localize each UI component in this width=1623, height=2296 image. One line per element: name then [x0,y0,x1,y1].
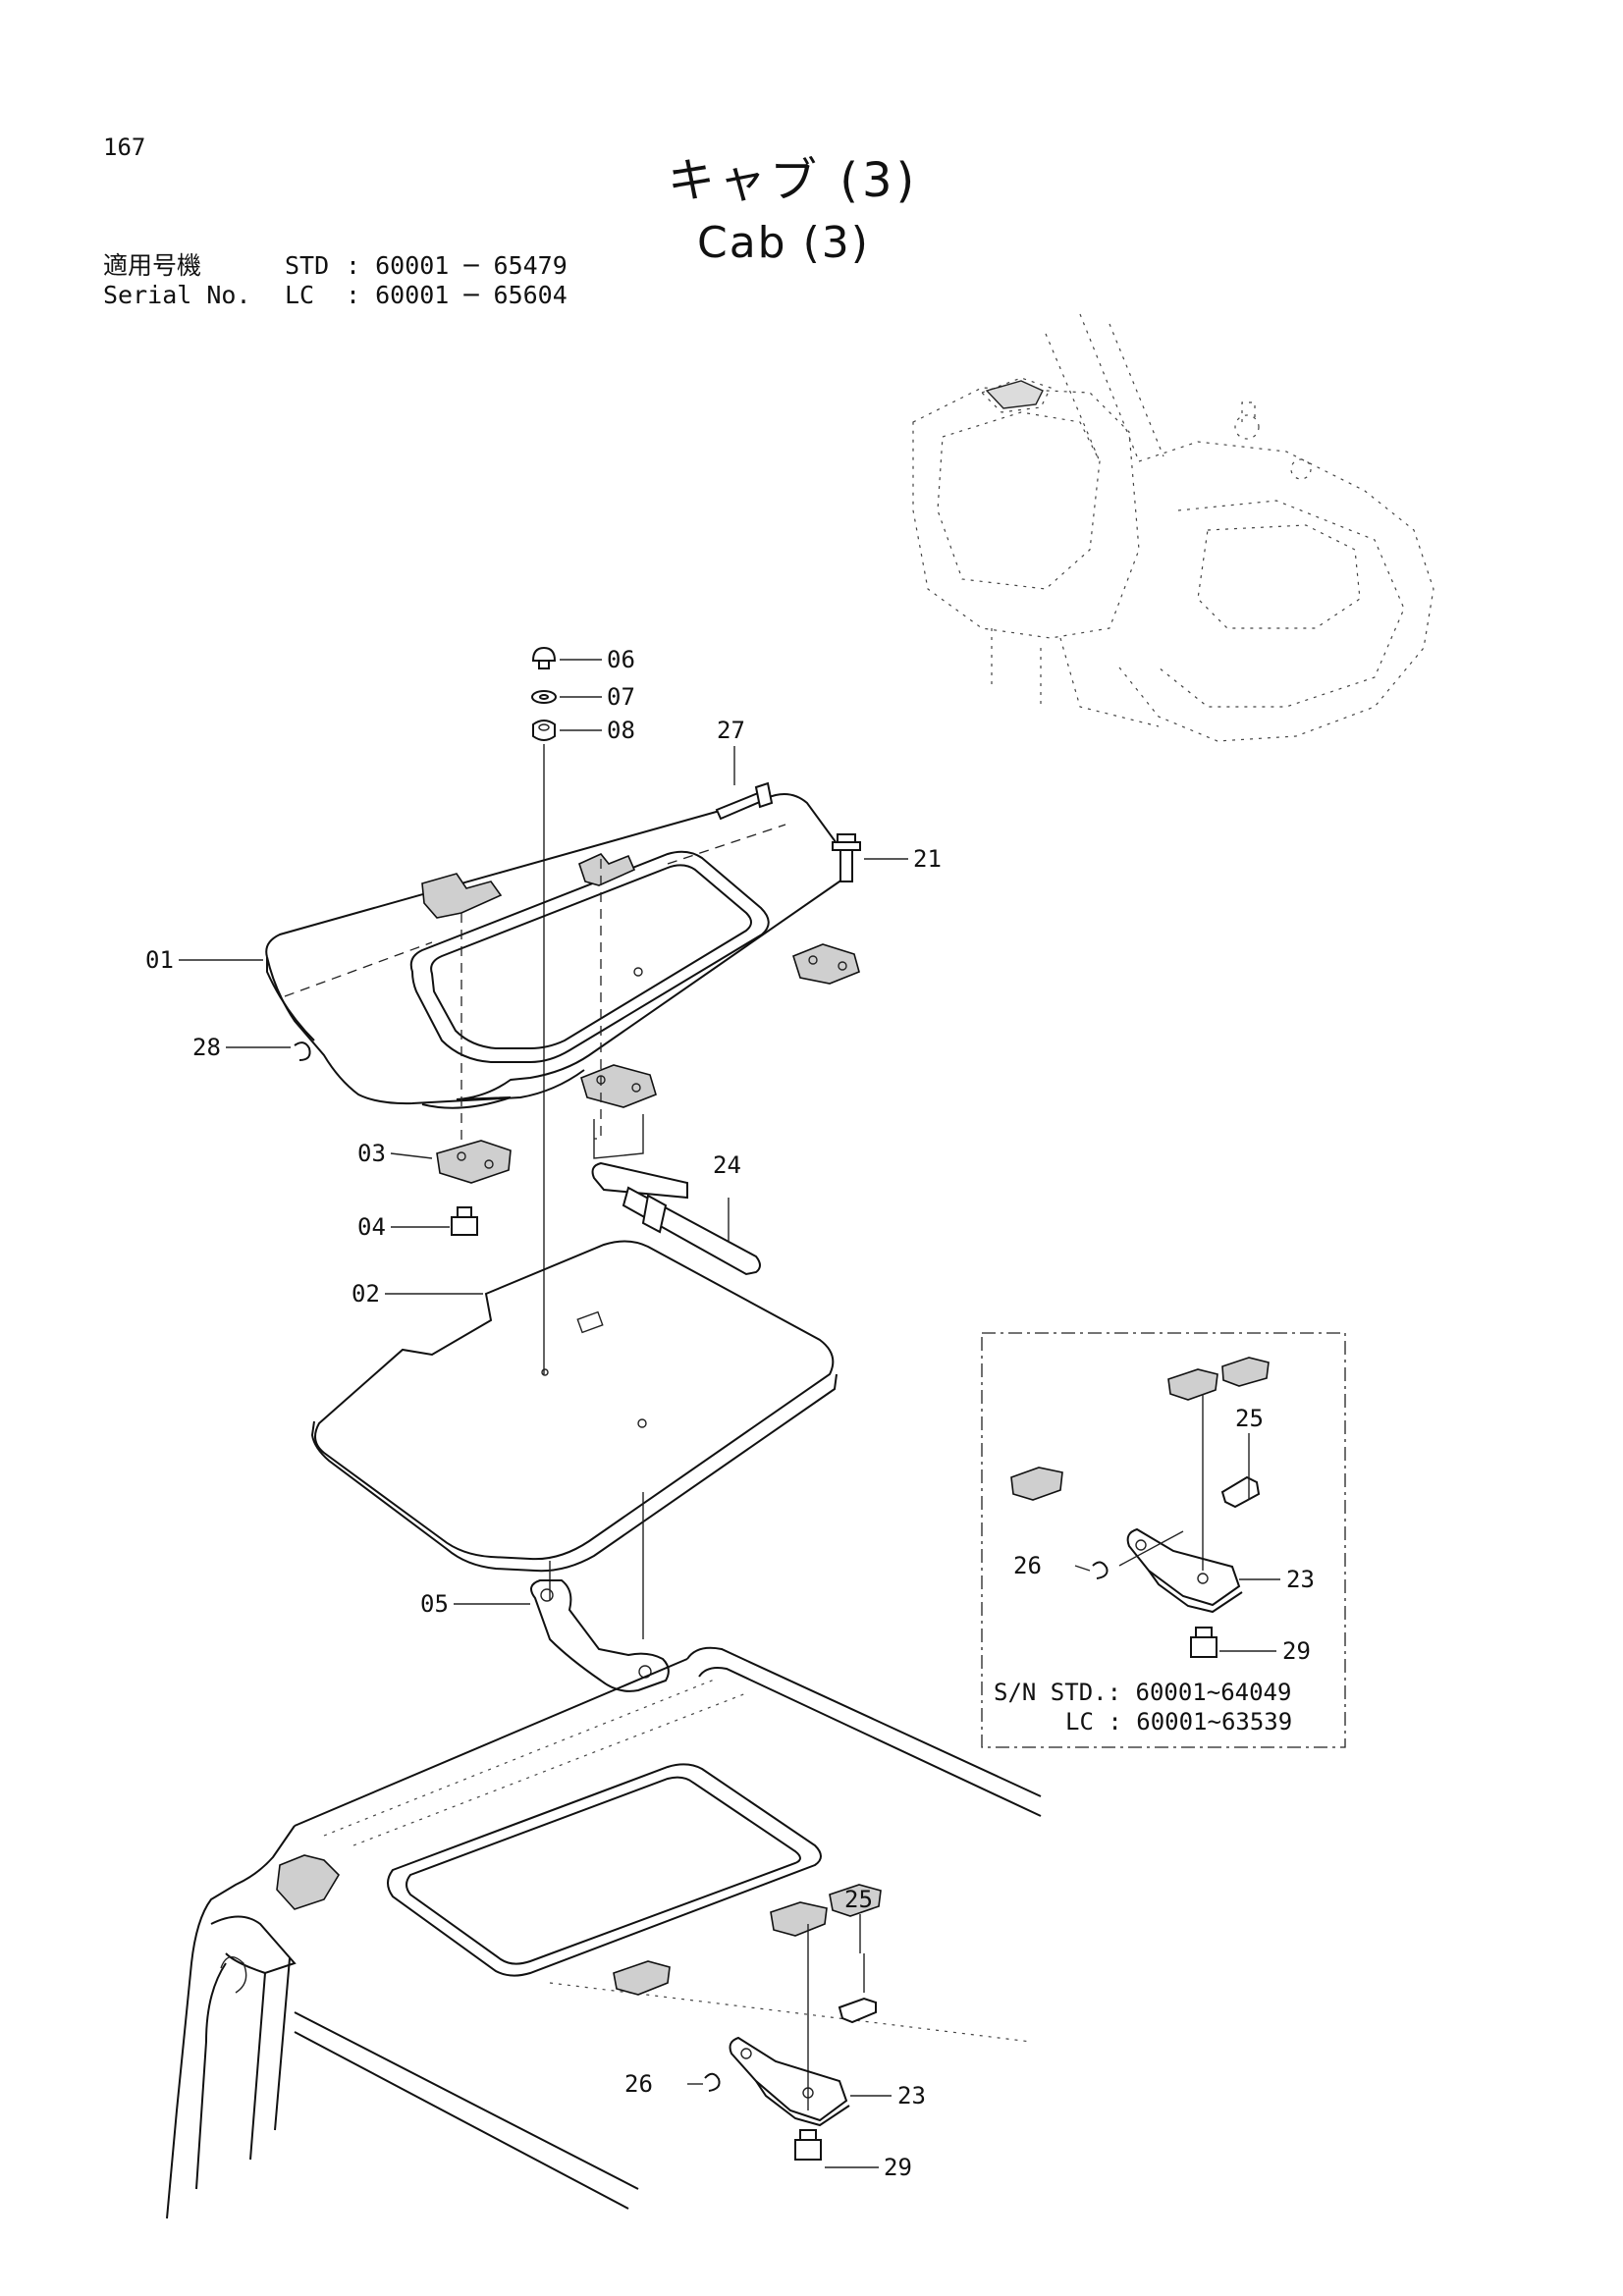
clip-28 [294,1041,311,1061]
serial-std-label: STD [285,251,330,280]
serial-lc-range: : 60001 ─ 65604 [346,281,568,309]
title-japanese: キャブ (3) [668,153,919,208]
callout-04: 04 [357,1213,386,1241]
inset-callout-26: 26 [1013,1552,1042,1579]
callout-leaders [179,659,1280,2168]
part-24-pin [591,1161,761,1276]
callout-02: 02 [352,1280,380,1308]
serial-label-jp: 適用号機 [103,251,202,280]
part-01-roof-hatch [265,793,860,1168]
inset-variant-box [981,1332,1346,1748]
callout-labels: 06 07 08 27 21 01 28 03 04 24 02 05 25 2… [145,646,1315,2181]
serial-lc-label: LC [285,281,315,309]
bottom-lock-assembly [704,1924,877,2161]
callout-24: 24 [713,1151,741,1179]
callout-25: 25 [844,1886,873,1913]
inset-note-std: S/N STD.: 60001~64049 [994,1679,1291,1706]
cab-roof-outline [166,1646,1042,2219]
callout-01: 01 [145,946,174,974]
callout-08: 08 [607,717,635,744]
callout-23: 23 [897,2082,926,2109]
callout-26: 26 [624,2070,653,2098]
excavator-locator-sketch [912,313,1434,742]
title-english: Cab (3) [697,218,870,268]
bolt-27 [715,746,774,821]
callout-07: 07 [607,683,635,711]
page-number: 167 [103,133,146,161]
part-05-handle [530,1579,670,1692]
inset-note-lc: LC : 60001~63539 [1065,1708,1292,1735]
part-03-bracket [436,1140,512,1184]
callout-29: 29 [884,2154,912,2181]
part-02-inner-plate [310,1240,838,1639]
callout-05: 05 [420,1590,449,1618]
callout-21: 21 [913,845,942,873]
callout-28: 28 [192,1034,221,1061]
inset-callout-25: 25 [1235,1405,1264,1432]
callout-27: 27 [717,717,745,744]
inset-callout-29: 29 [1282,1637,1311,1665]
bolt-21 [832,833,861,882]
inset-callout-23: 23 [1286,1566,1315,1593]
serial-std-range: : 60001 ─ 65479 [346,251,568,280]
serial-label-en: Serial No. [103,281,251,309]
bolt-04 [451,1206,478,1236]
callout-06: 06 [607,646,635,673]
callout-03: 03 [357,1140,386,1167]
